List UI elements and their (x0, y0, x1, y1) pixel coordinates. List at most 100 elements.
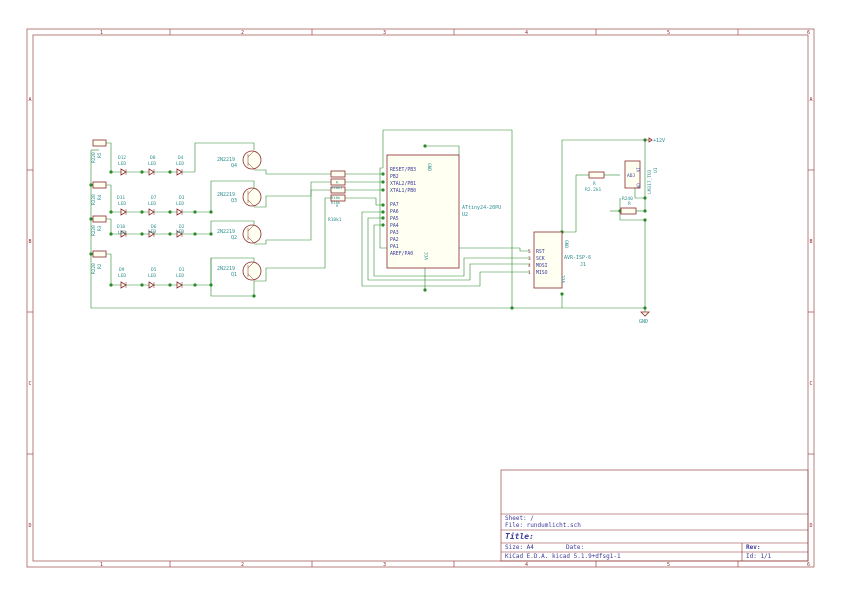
file-field: File: rundumlicht.sch (505, 522, 581, 529)
led-d7[interactable]: D7 LED (148, 195, 157, 216)
isp-value: AVR-ISP-6 (564, 255, 591, 261)
reg-resistor-1-ref: R (593, 181, 596, 187)
mcu-pin-xtal2-pb1: XTAL2/PB1 (390, 181, 416, 187)
regulator-resistor-240[interactable]: R240 R (620, 196, 637, 215)
mcu-pin-aref-pa0: AREF/PA0 (390, 251, 413, 257)
led-d6-ref: D6 (151, 224, 157, 230)
drawing-frame: 1 2 3 4 5 6 1 2 3 4 5 6 A B C D A B C D (26, 28, 815, 568)
base-resistor-4-value: R10k1 (328, 217, 342, 223)
size-field: Size: A4 (505, 544, 534, 551)
base-resistor-1-value: R10k1 (331, 185, 343, 190)
power-plus12v: +12V (645, 137, 665, 144)
led-resistor-r2[interactable]: R220 R2 (91, 250, 107, 274)
led-resistor-r4[interactable]: R220 R4 (91, 181, 107, 205)
rev-field: Rev: (746, 544, 760, 551)
row-label-a-right: A (810, 97, 813, 103)
mcu-pin-pa3: PA3 (390, 230, 399, 236)
sheet-field: Sheet: / (505, 515, 534, 522)
led-d2[interactable]: D2 LED (176, 224, 185, 238)
led-d4-ref: D4 (178, 155, 184, 161)
isp-pin-miso: MISO (536, 270, 548, 276)
led-d9[interactable]: D9 LED (118, 267, 127, 289)
led-d5[interactable]: D5 LED (148, 267, 157, 289)
led-d11-ref: D11 (117, 195, 125, 201)
led-d8-ref: D8 (150, 155, 156, 161)
mcu-attiny24[interactable]: GND VCC ATtiny24-20PU U2 RESET/PB3 PB2 X… (386, 154, 501, 269)
led-resistor-r4-value: R220 (91, 194, 97, 205)
regulator-vo-label: VO (636, 183, 641, 188)
title-block: Sheet: / File: rundumlicht.sch Title: Si… (500, 469, 809, 562)
led-d6[interactable]: D6 LED (148, 224, 157, 238)
led-d1[interactable]: D1 LED (176, 267, 185, 289)
power-gnd-label: GND (639, 319, 648, 325)
regulator-adj-label: ADJ (627, 173, 635, 179)
power-plus12v-label: +12V (653, 138, 665, 144)
regulator-resistor-2k2[interactable]: R R2.2k1 (585, 171, 605, 193)
led-d8-value: LED (148, 161, 156, 167)
led-d5-ref: D5 (151, 267, 157, 273)
id-field: Id: 1/1 (746, 553, 772, 560)
row-label-a: A (29, 97, 32, 103)
transistor-q3-value: 2N2219 (217, 192, 235, 198)
col-label-4: 4 (525, 30, 528, 36)
led-d3[interactable]: D3 LED (176, 195, 185, 216)
led-d5-value: LED (148, 273, 156, 279)
transistor-q1[interactable]: 2N2219 Q1 (217, 261, 262, 281)
led-d10[interactable]: D10 LED (117, 224, 127, 238)
isp-ref: J1 (580, 262, 586, 268)
mcu-value: ATtiny24-20PU (462, 205, 501, 211)
transistor-q2[interactable]: 2N2219 Q2 (217, 224, 262, 244)
led-d6-value: LED (148, 229, 156, 235)
transistor-q3-ref: Q3 (231, 198, 237, 204)
regulator-value: LM317_TO3 (647, 169, 653, 194)
row-label-c-right: C (810, 381, 813, 387)
transistor-q3[interactable]: 2N2219 Q3 (217, 187, 262, 207)
led-d1-value: LED (176, 273, 184, 279)
base-resistor-2-value: R10k (331, 195, 341, 200)
isp-pin-mosi: MOSI (536, 263, 548, 269)
led-d11[interactable]: D11 LED (117, 195, 127, 216)
transistor-q4-value: 2N2219 (217, 157, 235, 163)
led-d9-ref: D9 (119, 267, 125, 273)
led-resistor-r5[interactable]: R220 R5 (91, 139, 107, 163)
col-label-5: 5 (667, 30, 670, 36)
row-label-b-right: B (810, 239, 813, 245)
mcu-vcc-label: VCC (424, 252, 430, 260)
isp-pin-number-5: 5 (528, 249, 531, 255)
reg-resistor-2-value: R240 (622, 196, 633, 202)
mcu-pin-pa1: PA1 (390, 244, 399, 250)
led-resistor-r3[interactable]: R220 R3 (91, 215, 107, 236)
col-label-3-bottom: 3 (383, 562, 386, 568)
base-resistor-3-ref: R (336, 203, 339, 208)
led-d3-ref: D3 (179, 195, 185, 201)
row-label-b: B (29, 239, 32, 245)
transistor-q2-value: 2N2219 (217, 229, 235, 235)
col-label-3: 3 (383, 30, 386, 36)
transistor-q1-value: 2N2219 (217, 266, 235, 272)
led-resistor-r3-ref: R3 (97, 225, 103, 231)
led-d12-ref: D12 (118, 155, 126, 161)
row-label-c: C (29, 381, 32, 387)
reg-resistor-1-value: R2.2k1 (585, 187, 602, 193)
isp-connector[interactable]: GND VCC AVR-ISP-6 J1 RST SCK MOSI MISO 5… (528, 231, 591, 289)
led-d11-value: LED (118, 201, 126, 207)
isp-gnd-label: GND (563, 240, 569, 248)
led-d4[interactable]: D4 LED (176, 155, 184, 176)
mcu-pin-pa6: PA6 (390, 209, 399, 215)
led-d8[interactable]: D8 LED (148, 155, 156, 176)
col-label-1-bottom: 1 (100, 562, 103, 568)
mcu-gnd-label: GND (426, 163, 432, 171)
base-resistors[interactable]: R R10k1 R10k R R10k R10k1 (328, 170, 346, 223)
transistor-q4[interactable]: 2N2219 Q4 (217, 150, 262, 170)
mcu-pin-pb2: PB2 (390, 174, 399, 180)
mcu-pin-pa4: PA4 (390, 223, 399, 229)
led-d12[interactable]: D12 LED (118, 155, 127, 176)
date-field: Date: (566, 544, 584, 551)
base-resistor-1-ref: R (336, 180, 339, 185)
isp-vcc-label: VCC (561, 275, 567, 283)
col-label-5-bottom: 5 (667, 562, 670, 568)
led-resistor-r5-ref: R5 (97, 152, 103, 158)
isp-pin-number-4: 4 (528, 263, 531, 269)
regulator-lm317[interactable]: ADJ VI VO LM317_TO3 U1 (624, 160, 659, 194)
led-d10-ref: D10 (117, 224, 125, 230)
